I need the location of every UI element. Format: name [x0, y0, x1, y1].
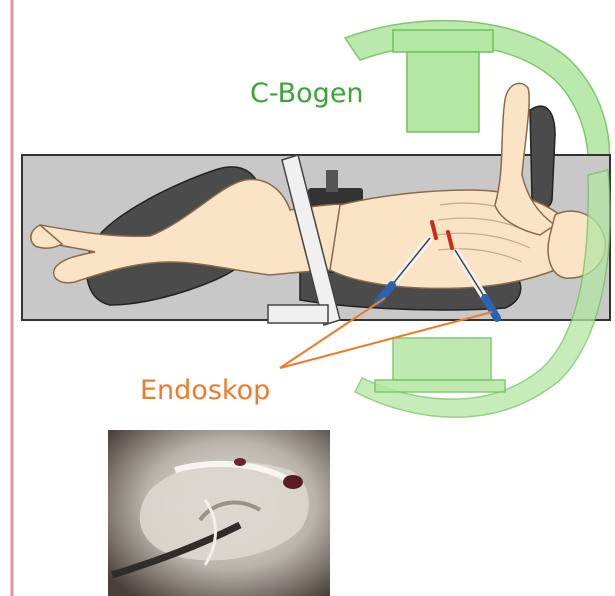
head-cushion: [530, 106, 555, 208]
c-arm-upper-detector: [393, 30, 493, 52]
endoscopic-photo: [108, 430, 330, 596]
table-pole: [326, 170, 338, 192]
endoscope-label: Endoskop: [140, 377, 270, 404]
c-arm-label: C-Bogen: [250, 80, 364, 107]
strap-buckle: [268, 305, 328, 323]
c-arm-lower-plate: [375, 380, 505, 392]
c-arm-lower-detector: [393, 338, 491, 380]
c-arm-upper-tube: [407, 52, 479, 132]
